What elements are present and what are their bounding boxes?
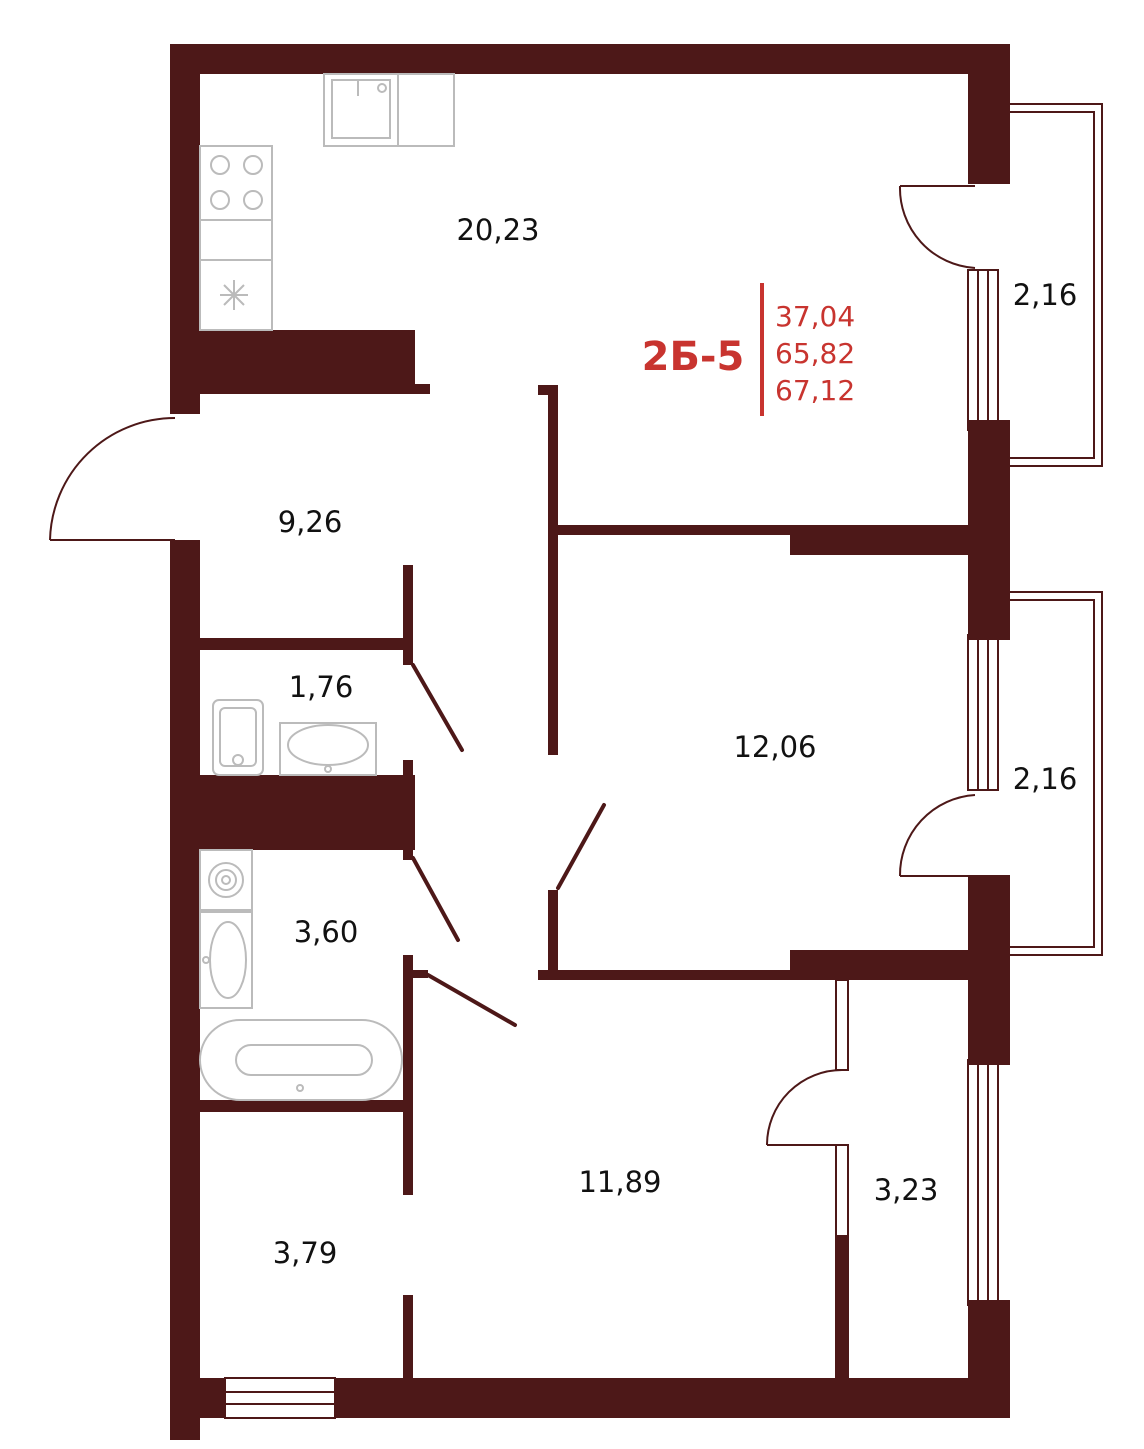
room-wc-area: 1,76	[289, 670, 354, 704]
room-labels: 20,23 2,16 9,26 1,76 12,06 2,16 3,60 11,…	[273, 213, 1078, 1270]
room-kitchen-living-area: 20,23	[456, 213, 539, 247]
room-storage-area: 3,79	[273, 1236, 338, 1270]
room-bathroom-area: 3,60	[294, 915, 359, 949]
doors	[49, 185, 976, 1146]
room-bedroom-area: 12,06	[733, 730, 816, 764]
room-hall-area: 9,26	[278, 505, 343, 539]
room-corridor-area: 11,89	[578, 1165, 661, 1199]
door-leaves	[411, 663, 606, 1027]
apartment-total-area: 65,82	[775, 337, 855, 370]
windows-and-balconies	[224, 103, 1103, 1419]
apartment-code: 2Б-5	[642, 334, 745, 380]
room-balcony-bottom-area: 2,16	[1013, 762, 1078, 796]
apartment-info: 2Б-5 37,04 65,82 67,12	[642, 283, 855, 416]
apartment-total-area-with-balcony: 67,12	[775, 374, 855, 407]
room-wardrobe-area: 3,23	[874, 1173, 939, 1207]
fixtures	[199, 73, 455, 1101]
walls	[170, 44, 1010, 1440]
apartment-living-area: 37,04	[775, 300, 855, 333]
apartment-info-divider	[760, 283, 764, 416]
room-balcony-top-area: 2,16	[1013, 278, 1078, 312]
